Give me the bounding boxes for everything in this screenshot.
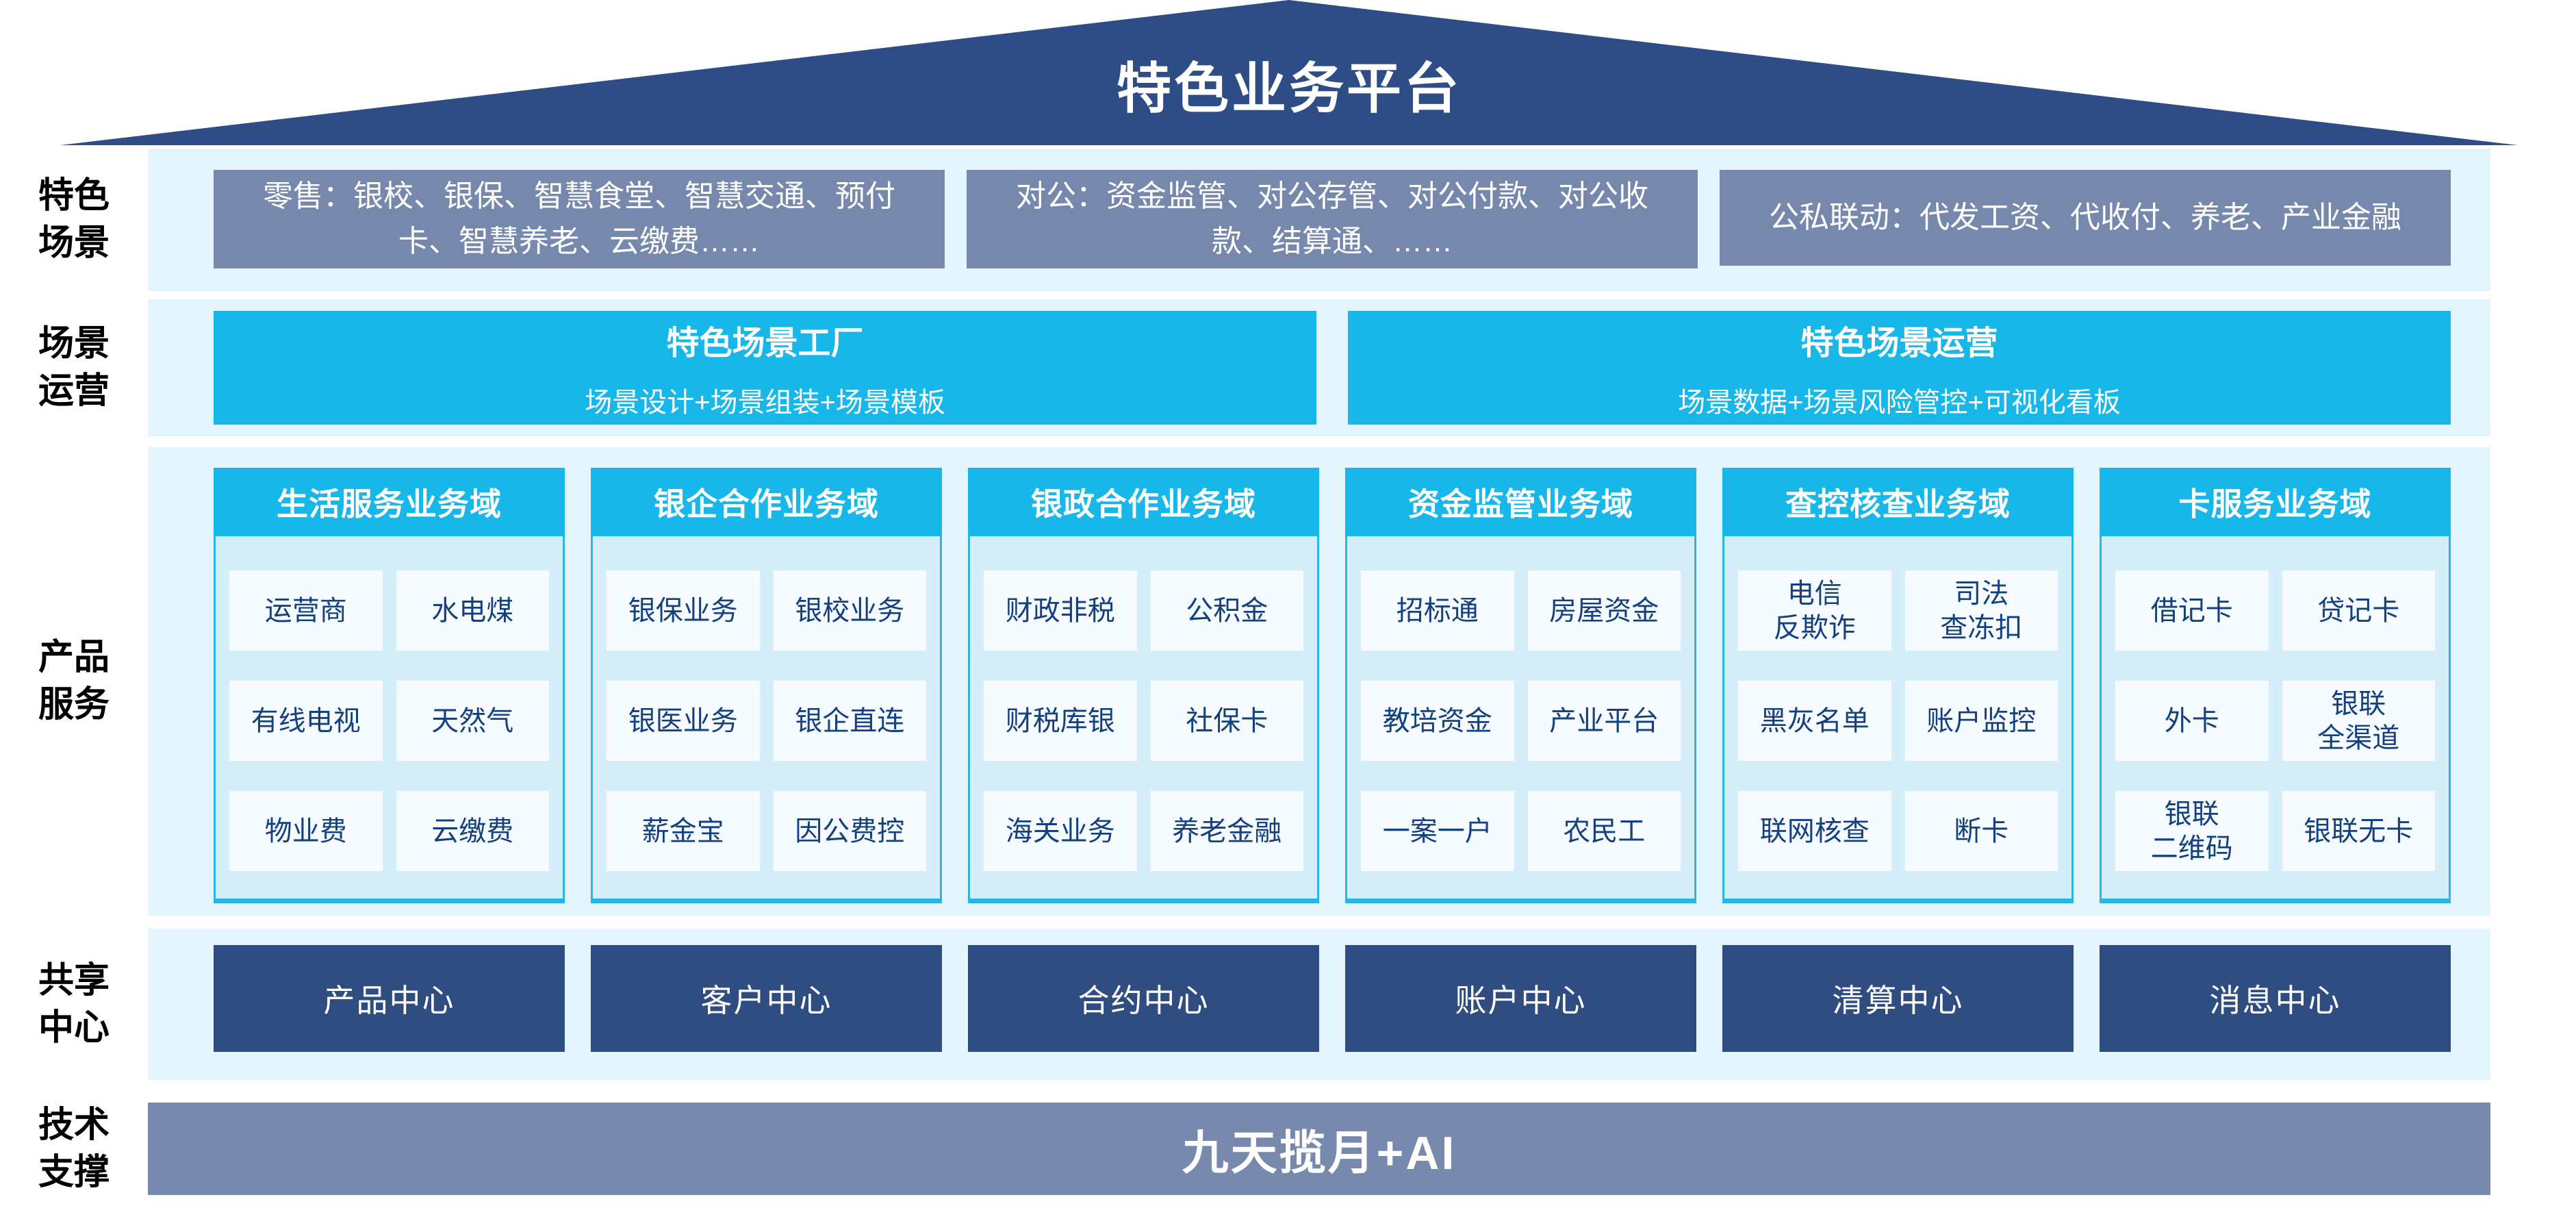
product-cell: 一案一户 [1361,791,1514,871]
domain-column-header: 查控核查业务域 [1722,468,2074,536]
domain-column-body: 银保业务 银校业务 银医业务 银企直连 薪金宝 因公费控 [591,536,942,903]
ops-box-scene-factory: 特色场景工厂 场景设计+场景组装+场景模板 [214,311,1316,425]
scene-operations-band: 特色场景工厂 场景设计+场景组装+场景模板 特色场景运营 场景数据+场景风险管控… [148,299,2490,436]
domain-column-header: 卡服务业务域 [2100,468,2451,536]
product-cell: 教培资金 [1361,681,1514,761]
row-label-tech-support: 技术 支撑 [38,1105,110,1192]
domain-column-life-services: 生活服务业务域 运营商 水电煤 有线电视 天然气 物业费 云缴费 [214,468,565,903]
ops-box-subtitle: 场景数据+场景风险管控+可视化看板 [1678,388,2121,418]
ops-box-title: 特色场景工厂 [666,325,864,362]
product-cell: 账户监控 [1904,681,2058,761]
product-cell: 银保业务 [607,570,760,651]
center-box-customer: 客户中心 [591,945,942,1052]
platform-title: 特色业务平台 [1117,58,1462,119]
ops-box-subtitle: 场景设计+场景组装+场景模板 [585,388,945,418]
product-cell: 海关业务 [984,791,1137,871]
center-box-clearing: 清算中心 [1722,945,2074,1052]
product-cell: 银企直连 [773,681,926,761]
product-cell: 借记卡 [2115,570,2269,651]
domain-column-body: 财政非税 公积金 财税库银 社保卡 海关业务 养老金融 [968,536,1319,903]
product-cell: 养老金融 [1150,791,1303,871]
product-cell: 银医业务 [607,681,760,761]
domain-column-fund-supervision: 资金监管业务域 招标通 房屋资金 教培资金 产业平台 一案一户 农民工 [1345,468,1696,903]
domain-column-body: 运营商 水电煤 有线电视 天然气 物业费 云缴费 [214,536,565,903]
product-cell: 产业平台 [1527,681,1681,761]
tech-support-bar: 九天揽月+AI [148,1103,2490,1195]
product-cell: 有线电视 [229,681,383,761]
product-cell: 银联 二维码 [2115,791,2269,871]
product-cell: 黑灰名单 [1738,681,1891,761]
product-cell: 天然气 [396,681,549,761]
product-cell: 联网核查 [1738,791,1891,871]
product-cell: 云缴费 [396,791,549,871]
roof-banner: 特色业务平台 [60,0,2518,145]
domain-column-header: 银企合作业务域 [591,468,942,536]
product-cell: 银联无卡 [2282,791,2435,871]
scene-box-retail: 零售：银校、银保、智慧食堂、智慧交通、预付卡、智慧养老、云缴费…… [214,170,945,268]
product-cell: 司法 查冻扣 [1904,570,2058,651]
product-cell: 薪金宝 [607,791,760,871]
product-cell: 物业费 [229,791,383,871]
product-cell: 外卡 [2115,681,2269,761]
center-box-account: 账户中心 [1345,945,1696,1052]
product-cell: 银联 全渠道 [2282,681,2435,761]
product-cell: 电信 反欺诈 [1738,570,1891,651]
product-cell: 断卡 [1904,791,2058,871]
domain-column-card-services: 卡服务业务域 借记卡 贷记卡 外卡 银联 全渠道 银联 二维码 银联无卡 [2100,468,2451,903]
product-cell: 农民工 [1527,791,1681,871]
domain-column-header: 生活服务业务域 [214,468,565,536]
product-cell: 房屋资金 [1527,570,1681,651]
product-cell: 因公费控 [773,791,926,871]
ops-box-scene-operation: 特色场景运营 场景数据+场景风险管控+可视化看板 [1348,311,2451,425]
row-label-shared-centers: 共享 中心 [38,960,110,1048]
domain-column-body: 借记卡 贷记卡 外卡 银联 全渠道 银联 二维码 银联无卡 [2100,536,2451,903]
row-label-scene-operations: 场景 运营 [38,324,110,411]
product-cell: 银校业务 [773,570,926,651]
scene-box-public-private: 公私联动：代发工资、代收付、养老、产业金融 [1720,170,2451,266]
shared-centers-band: 产品中心 客户中心 合约中心 账户中心 清算中心 消息中心 [148,929,2490,1080]
product-cell: 贷记卡 [2282,570,2435,651]
product-cell: 公积金 [1150,570,1303,651]
product-cell: 水电煤 [396,570,549,651]
product-cell: 招标通 [1361,570,1514,651]
domain-column-body: 招标通 房屋资金 教培资金 产业平台 一案一户 农民工 [1345,536,1696,903]
product-services-band: 生活服务业务域 运营商 水电煤 有线电视 天然气 物业费 云缴费 银企合作业务域… [148,447,2490,916]
center-box-message: 消息中心 [2100,945,2451,1052]
product-cell: 社保卡 [1150,681,1303,761]
row-label-featured-scenes: 特色 场景 [38,176,110,263]
featured-scenes-band: 零售：银校、银保、智慧食堂、智慧交通、预付卡、智慧养老、云缴费…… 对公：资金监… [148,149,2490,291]
product-cell: 财政非税 [984,570,1137,651]
domain-column-header: 银政合作业务域 [968,468,1319,536]
domain-column-inquiry-control: 查控核查业务域 电信 反欺诈 司法 查冻扣 黑灰名单 账户监控 联网核查 断卡 [1722,468,2074,903]
ops-box-title: 特色场景运营 [1800,325,1998,362]
domain-column-bank-enterprise: 银企合作业务域 银保业务 银校业务 银医业务 银企直连 薪金宝 因公费控 [591,468,942,903]
center-box-contract: 合约中心 [968,945,1319,1052]
center-box-product: 产品中心 [214,945,565,1052]
row-label-product-services: 产品 服务 [38,638,110,725]
domain-column-header: 资金监管业务域 [1345,468,1696,536]
domain-column-bank-government: 银政合作业务域 财政非税 公积金 财税库银 社保卡 海关业务 养老金融 [968,468,1319,903]
domain-column-body: 电信 反欺诈 司法 查冻扣 黑灰名单 账户监控 联网核查 断卡 [1722,536,2074,903]
scene-box-corporate: 对公：资金监管、对公存管、对公付款、对公收款、结算通、…… [967,170,1698,268]
product-cell: 运营商 [229,570,383,651]
product-cell: 财税库银 [984,681,1137,761]
